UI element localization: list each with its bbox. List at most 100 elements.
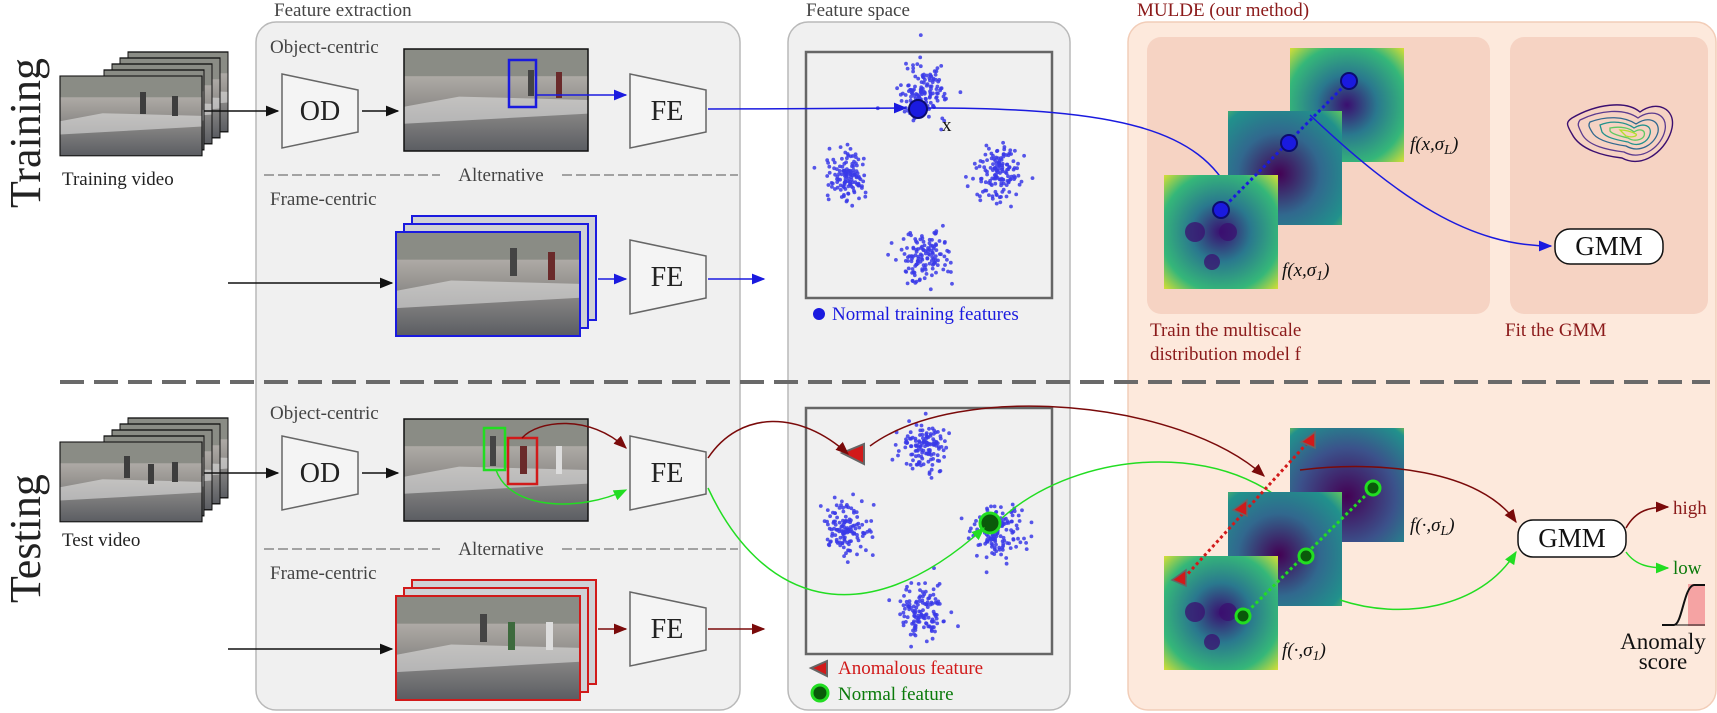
scatter-point bbox=[901, 237, 906, 241]
scatter-point bbox=[909, 88, 913, 92]
gmm-box-test bbox=[1517, 519, 1627, 558]
scatter-point bbox=[906, 266, 911, 271]
label-high: high bbox=[1673, 498, 1707, 519]
scatter-point bbox=[916, 247, 920, 251]
scatter-point bbox=[990, 194, 995, 199]
scatter-point bbox=[930, 255, 935, 260]
scatter-point bbox=[832, 160, 837, 165]
scatter-point bbox=[1002, 538, 1007, 543]
fe-label-train-frame: FE bbox=[651, 262, 684, 293]
scatter-point bbox=[944, 445, 949, 450]
scatter-point bbox=[911, 63, 915, 67]
scatter-point bbox=[904, 461, 909, 466]
scatter-point bbox=[989, 183, 994, 188]
scatter-point bbox=[835, 167, 839, 172]
scatter-point bbox=[923, 411, 928, 416]
scatter-point bbox=[852, 531, 857, 536]
scatter-point bbox=[949, 610, 954, 615]
scatter-point bbox=[825, 537, 830, 542]
testing-frame-centric-label: Frame-centric bbox=[270, 563, 377, 584]
scatter-point bbox=[926, 246, 930, 250]
scatter-point bbox=[965, 184, 970, 189]
scatter-point bbox=[893, 443, 898, 447]
scatter-point bbox=[930, 601, 935, 606]
scatter-point bbox=[969, 526, 973, 531]
scatter-point bbox=[907, 607, 912, 612]
scatter-point bbox=[911, 118, 916, 123]
scatter-point bbox=[1000, 190, 1005, 194]
scatter-point bbox=[1017, 182, 1022, 187]
scatter-point bbox=[988, 178, 992, 183]
scatter-point bbox=[994, 168, 999, 173]
scatter-point bbox=[975, 553, 979, 558]
od-label-test: OD bbox=[300, 458, 340, 489]
scatter-point bbox=[835, 175, 840, 179]
scatter-point bbox=[1007, 165, 1012, 170]
scatter-point bbox=[934, 443, 939, 448]
scatter-point bbox=[978, 542, 983, 547]
heatmap-train-label-1: f(x,σ1) bbox=[1282, 260, 1330, 284]
scatter-point bbox=[934, 87, 939, 91]
scatter-point bbox=[845, 156, 849, 161]
scatter-point bbox=[905, 281, 910, 286]
scatter-point bbox=[920, 432, 925, 437]
scatter-point bbox=[1007, 190, 1012, 194]
scatter-point bbox=[983, 152, 988, 157]
scatter-point bbox=[948, 260, 953, 265]
scatter-point bbox=[997, 167, 1002, 171]
scatter-point bbox=[918, 33, 923, 37]
scatter-point bbox=[930, 620, 935, 624]
scatter-point bbox=[910, 267, 915, 271]
legend-normal-training-marker bbox=[813, 308, 825, 320]
scatter-point bbox=[852, 508, 856, 513]
scatter-point bbox=[1004, 527, 1009, 532]
scatter-point bbox=[905, 615, 910, 620]
scatter-point bbox=[935, 98, 940, 103]
scatter-point bbox=[1011, 529, 1016, 534]
scatter-point bbox=[941, 448, 946, 453]
scatter-point bbox=[923, 581, 927, 585]
scatter-point bbox=[848, 182, 852, 187]
scatter-point bbox=[903, 445, 908, 450]
scatter-point bbox=[972, 161, 977, 166]
normal-scale-L bbox=[1364, 479, 1382, 497]
scatter-point bbox=[946, 269, 950, 274]
arrow-anomalous-to-model bbox=[869, 405, 1266, 477]
anomalous-scale-L bbox=[1299, 430, 1316, 450]
scatter-point bbox=[919, 463, 923, 468]
scatter-point bbox=[926, 249, 930, 253]
scatter-point bbox=[837, 172, 841, 177]
scatter-point bbox=[1013, 148, 1017, 153]
scatter-point bbox=[840, 156, 844, 161]
scatter-point bbox=[837, 506, 842, 510]
scatter-point bbox=[921, 614, 926, 618]
frame-stack-train bbox=[395, 215, 597, 337]
scatter-point bbox=[983, 168, 988, 173]
scatter-point bbox=[939, 86, 944, 91]
fe-block-train-frame bbox=[629, 239, 707, 315]
scatter-point bbox=[988, 536, 992, 541]
scatter-point bbox=[917, 609, 921, 614]
scatter-point bbox=[842, 194, 846, 199]
scatter-point bbox=[918, 64, 923, 69]
scatter-point bbox=[989, 541, 994, 546]
scatter-point bbox=[947, 431, 951, 436]
training-object-centric-label: Object-centric bbox=[270, 37, 379, 58]
scatter-point bbox=[916, 76, 921, 81]
scatter-point bbox=[983, 180, 988, 185]
scatter-point bbox=[923, 589, 928, 594]
scatter-point bbox=[945, 257, 949, 262]
scatter-point bbox=[1009, 519, 1014, 524]
scatter-point bbox=[863, 194, 868, 199]
scatter-point bbox=[1006, 153, 1011, 158]
scatter-point bbox=[934, 242, 938, 247]
scatter-point bbox=[896, 453, 900, 458]
scatter-point bbox=[998, 156, 1003, 161]
fe-block-test-frame bbox=[629, 591, 707, 667]
scatter-point bbox=[843, 172, 847, 176]
scatter-point bbox=[930, 273, 934, 278]
fe-label-train-object: FE bbox=[651, 96, 684, 127]
scatter-point bbox=[931, 452, 936, 456]
scatter-point bbox=[861, 156, 866, 161]
scatter-point bbox=[886, 252, 890, 257]
